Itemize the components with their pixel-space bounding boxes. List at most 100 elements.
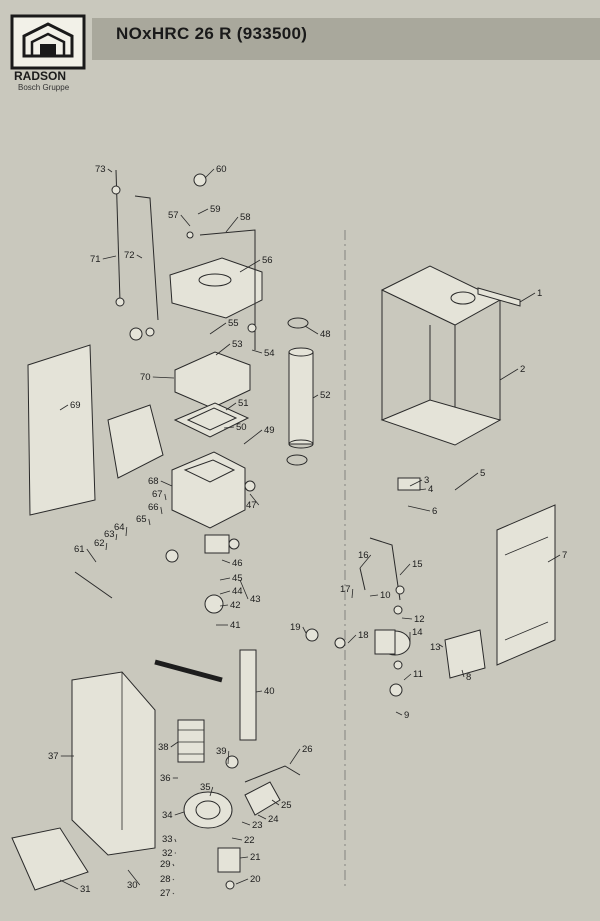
part-label-23: 23	[252, 820, 263, 831]
part-label-55: 55	[228, 318, 239, 329]
leader-line-21	[239, 856, 249, 859]
part-label-57: 57	[168, 210, 179, 221]
page-title: NOxHRC 26 R (933500)	[116, 24, 308, 43]
part-label-22: 22	[244, 835, 255, 846]
part-label-29: 29	[160, 859, 171, 870]
leader-line-13	[439, 644, 444, 648]
part-label-5: 5	[480, 468, 485, 479]
leader-line-63	[115, 533, 118, 541]
part-label-36: 36	[160, 773, 171, 784]
part-label-34: 34	[162, 810, 173, 821]
leader-line-51	[225, 402, 237, 411]
leader-line-24	[257, 814, 267, 820]
part-label-6: 6	[432, 506, 437, 517]
leader-line-19	[302, 626, 307, 634]
part-label-24: 24	[268, 814, 279, 825]
part-siphon-column	[239, 649, 257, 741]
part-label-72: 72	[124, 250, 135, 261]
leader-line-16	[359, 554, 372, 569]
leader-line-42	[219, 604, 229, 607]
leader-line-67	[164, 493, 167, 501]
leader-line-38	[170, 741, 179, 748]
part-label-7: 7	[562, 550, 567, 561]
leader-line-47	[249, 493, 260, 506]
leader-line-65	[148, 518, 151, 526]
leader-line-25	[271, 799, 280, 806]
part-burner-top	[174, 351, 251, 409]
part-filter	[177, 719, 205, 763]
part-connector-25	[244, 781, 281, 816]
part-housing-frame	[380, 265, 502, 446]
part-label-35: 35	[200, 782, 211, 793]
part-label-62: 62	[94, 538, 105, 549]
leader-line-69	[59, 404, 69, 411]
leader-line-46	[221, 559, 231, 564]
leader-line-44	[219, 590, 231, 595]
part-rod	[154, 659, 223, 683]
part-fan-housing	[169, 257, 263, 319]
leader-line-59	[197, 208, 209, 215]
part-label-73: 73	[95, 164, 106, 175]
leader-line-61	[86, 548, 97, 563]
leader-line-8	[461, 669, 465, 678]
part-label-28: 28	[160, 874, 171, 885]
part-label-30: 30	[127, 880, 138, 891]
part-label-26: 26	[302, 744, 313, 755]
part-label-50: 50	[236, 422, 247, 433]
leader-line-68	[160, 480, 173, 487]
part-flue-tube	[288, 347, 314, 449]
part-label-17: 17	[340, 584, 351, 595]
part-gasket-48-top	[287, 317, 309, 329]
part-label-46: 46	[232, 558, 243, 569]
part-pipe-15	[369, 537, 401, 601]
leader-line-4	[417, 488, 427, 491]
part-label-16: 16	[358, 550, 369, 561]
part-label-12: 12	[414, 614, 425, 625]
part-label-59: 59	[210, 204, 221, 215]
part-pump	[374, 629, 411, 656]
leader-line-57	[180, 214, 191, 227]
leader-line-66	[160, 506, 163, 515]
leader-line-56	[239, 259, 261, 273]
radson-logo-icon	[10, 14, 86, 70]
part-label-52: 52	[320, 390, 331, 401]
leader-line-64	[125, 526, 128, 537]
leader-line-6	[407, 505, 431, 512]
part-label-47: 47	[246, 500, 257, 511]
part-label-20: 20	[250, 874, 261, 885]
part-label-38: 38	[158, 742, 169, 753]
part-label-64: 64	[114, 522, 125, 533]
part-pipe-16	[359, 567, 366, 591]
part-cable	[74, 571, 113, 599]
part-label-65: 65	[136, 514, 147, 525]
leader-line-23	[241, 821, 251, 826]
leader-line-62	[105, 542, 108, 551]
leader-line-71	[102, 255, 117, 260]
part-label-39: 39	[216, 746, 227, 757]
part-label-10: 10	[380, 590, 391, 601]
part-label-68: 68	[148, 476, 159, 487]
part-label-37: 37	[48, 751, 59, 762]
part-label-9: 9	[404, 710, 409, 721]
leader-line-49	[243, 429, 263, 445]
part-label-2: 2	[520, 364, 525, 375]
leader-line-34	[174, 811, 185, 816]
part-heat-exchanger	[171, 451, 246, 529]
part-label-42: 42	[230, 600, 241, 611]
part-label-19: 19	[290, 622, 301, 633]
part-label-32: 32	[162, 848, 173, 859]
part-label-11: 11	[413, 669, 423, 680]
part-burner-plate	[173, 402, 250, 438]
leader-line-10	[369, 594, 379, 597]
leader-line-28	[172, 878, 175, 881]
part-cover-43	[107, 404, 164, 479]
leader-line-5	[454, 472, 479, 491]
part-front-casing	[71, 671, 156, 856]
part-label-25: 25	[281, 800, 292, 811]
part-label-71: 71	[90, 254, 101, 265]
leader-line-48	[304, 325, 319, 335]
leader-line-26	[289, 748, 301, 765]
part-label-27: 27	[160, 888, 171, 899]
